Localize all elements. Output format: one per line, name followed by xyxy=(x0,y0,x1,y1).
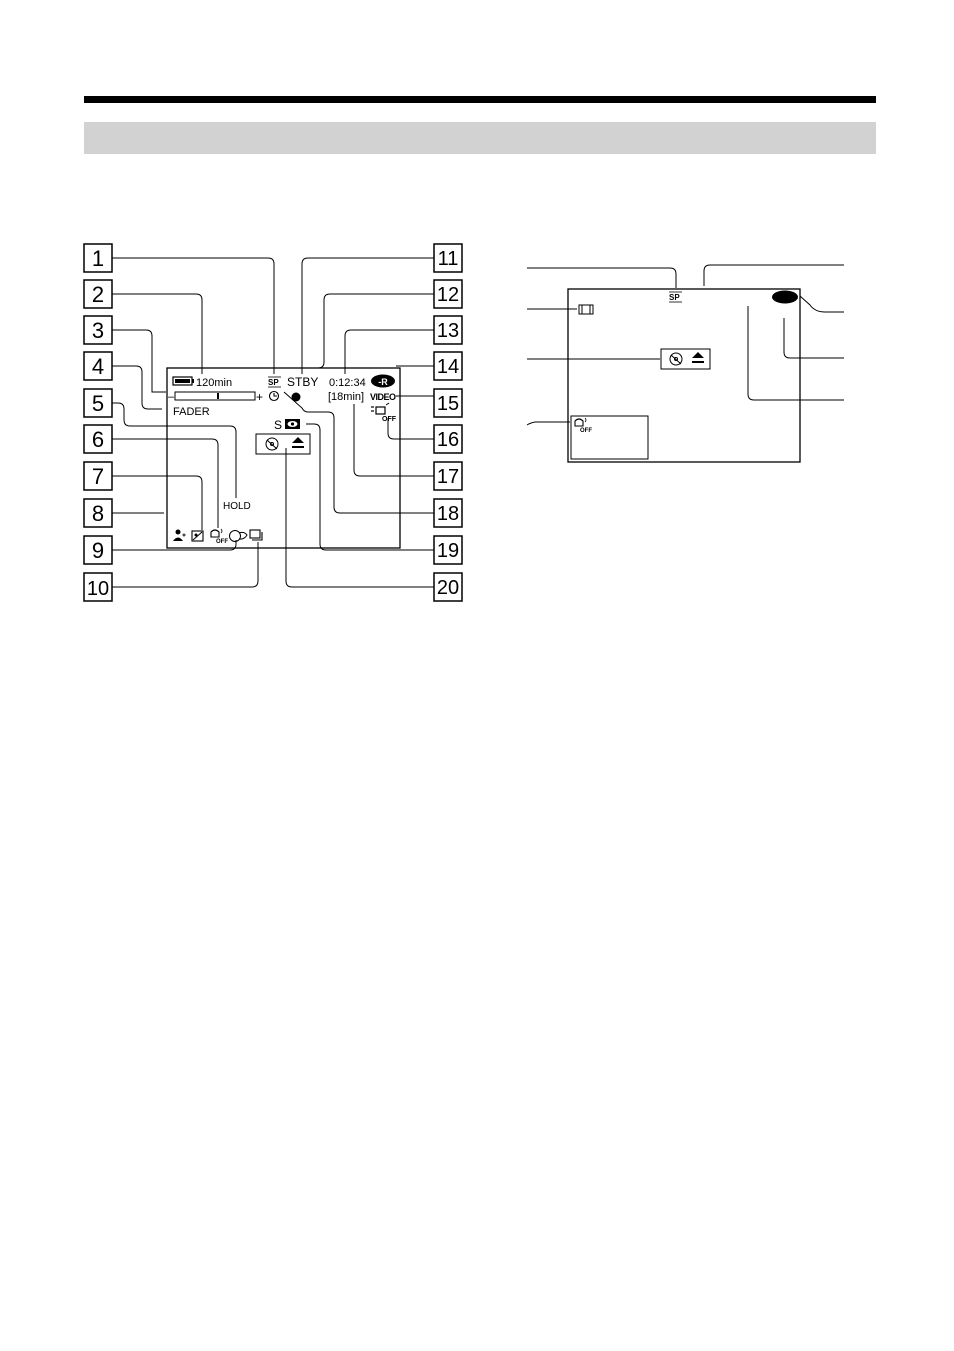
fader-label: FADER xyxy=(173,406,210,418)
standby-indicator: STBY xyxy=(287,375,318,389)
callout-label-19: 19 xyxy=(437,540,459,562)
film-icon xyxy=(579,305,593,314)
disc-badge-right xyxy=(772,291,798,304)
right-screen-frame xyxy=(568,289,800,462)
disc-prohibited-icon xyxy=(266,438,278,450)
recording-mode-sp-right: SP xyxy=(669,293,680,302)
svg-text:OFF: OFF xyxy=(216,539,228,545)
leader-7 xyxy=(112,476,202,530)
leader-r5 xyxy=(704,265,844,286)
battery-remaining-time: 120min xyxy=(196,377,232,389)
light-off-icon: OFF xyxy=(371,403,397,423)
backlight-icon xyxy=(192,531,203,541)
timecode: 0:12:34 xyxy=(329,377,366,389)
steadyshot-off-icon: OFF xyxy=(211,529,228,545)
adjustment-bar xyxy=(175,392,255,400)
recording-mode-sp: SP xyxy=(268,378,279,387)
leader-11 xyxy=(302,258,434,374)
eye-icon xyxy=(285,419,300,429)
fader-plus: + xyxy=(256,390,263,404)
callout-label-13: 13 xyxy=(437,320,459,342)
right-diagram: SP OFF xyxy=(527,265,844,462)
callout-label-6: 6 xyxy=(92,427,104,452)
svg-text:-R: -R xyxy=(378,377,388,387)
program-ae-icon xyxy=(230,531,248,542)
leader-19 xyxy=(306,424,434,550)
battery-icon xyxy=(173,377,194,385)
callout-label-5: 5 xyxy=(92,391,104,416)
steadyshot-s: S xyxy=(274,418,282,432)
leader-1 xyxy=(112,258,274,374)
hold-label: HOLD xyxy=(223,501,251,512)
leader-r6 xyxy=(800,296,844,312)
leader-3 xyxy=(112,330,166,392)
disc-eject-panel xyxy=(256,434,310,454)
leader-2 xyxy=(112,294,202,374)
leader-12 xyxy=(300,294,434,368)
self-timer-icon xyxy=(270,392,279,401)
callout-label-1: 1 xyxy=(92,246,104,271)
steadyshot-off-icon-right: OFF xyxy=(575,418,592,434)
eject-icon-right xyxy=(692,352,704,363)
fader-minus: – xyxy=(168,391,175,403)
right-leader-lines xyxy=(284,258,434,587)
leader-10 xyxy=(112,542,258,587)
callout-label-8: 8 xyxy=(92,501,104,526)
callout-label-14: 14 xyxy=(437,356,459,378)
leader-17 xyxy=(354,404,434,476)
leader-r8 xyxy=(748,306,844,400)
leader-r4 xyxy=(527,422,570,425)
callout-label-2: 2 xyxy=(92,282,104,307)
callout-label-20: 20 xyxy=(437,577,459,599)
callout-label-16: 16 xyxy=(437,429,459,451)
callout-label-11: 11 xyxy=(438,248,459,270)
portrait-icon xyxy=(173,530,185,542)
callout-label-4: 4 xyxy=(92,354,104,379)
svg-text:OFF: OFF xyxy=(580,428,592,434)
video-mode: VIDEO xyxy=(370,392,396,402)
leader-20 xyxy=(286,448,434,587)
callout-label-7: 7 xyxy=(92,464,104,489)
callout-label-12: 12 xyxy=(437,284,459,306)
callout-label-17: 17 xyxy=(437,466,459,488)
leader-18 xyxy=(284,392,434,513)
leader-r1 xyxy=(527,268,676,288)
eject-icon xyxy=(292,437,304,448)
callout-label-10: 10 xyxy=(87,578,109,600)
disc-prohibited-icon-right xyxy=(670,353,682,365)
leader-r7 xyxy=(784,318,844,358)
recording-dot-icon xyxy=(292,393,301,402)
picture-effect-icon xyxy=(250,530,262,540)
leader-4 xyxy=(112,366,162,409)
left-diagram: 1 2 3 4 5 6 7 8 9 10 11 12 13 xyxy=(84,244,462,601)
disc-type-badge: -R xyxy=(371,375,395,388)
disc-eject-panel-right xyxy=(661,349,710,369)
remaining-disc-time: [18min] xyxy=(328,391,364,403)
svg-text:OFF: OFF xyxy=(382,416,397,423)
callout-label-9: 9 xyxy=(92,538,104,563)
callout-label-3: 3 xyxy=(92,318,104,343)
callout-label-18: 18 xyxy=(437,503,459,525)
callout-label-15: 15 xyxy=(437,393,459,415)
